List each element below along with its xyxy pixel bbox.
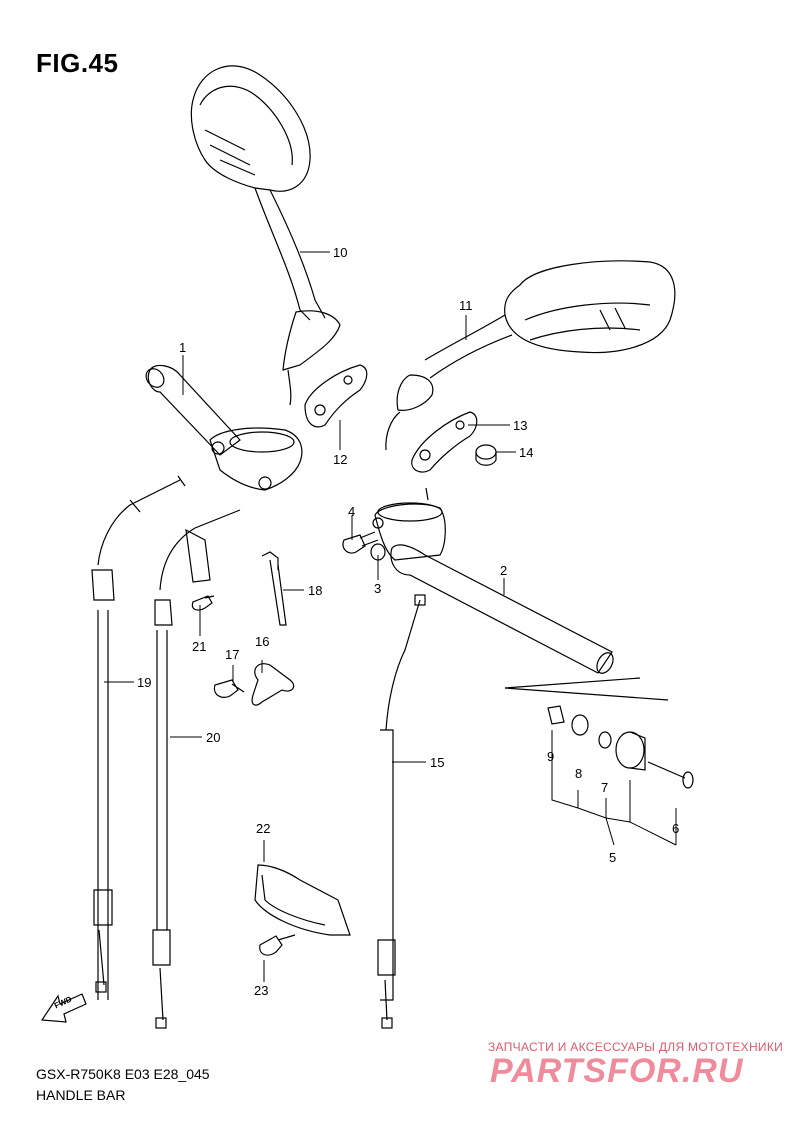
bar-end-weight [615,731,646,771]
ref-line [504,687,669,701]
callout-16: 16 [255,634,270,649]
callout-2: 2 [500,563,508,578]
callout-1: 1 [179,340,187,355]
callout-19: 19 [137,675,152,690]
leader-lines [104,251,677,982]
callout-8: 8 [575,766,583,781]
watermark-tagline: ЗАПЧАСТИ И АКСЕССУАРЫ ДЛЯ МОТОТЕХНИКИ [488,1040,784,1054]
callout-20: 20 [206,730,221,745]
screw-6 [647,761,694,789]
callout-18: 18 [308,583,323,598]
callout-15: 15 [430,755,445,770]
callout-14: 14 [519,445,534,460]
cable-20 [152,509,241,1029]
bolt-23 [259,934,296,956]
watermark-logo: PARTSFOR.RU [490,1052,744,1090]
fwd-label: FWD [52,994,74,1011]
bar-end-9 [547,705,565,725]
callout-10: 10 [333,245,348,260]
callout-6: 6 [672,821,680,836]
bracket-13 [411,411,478,473]
model-code: GSX-R750K8 E03 E28_045 [36,1066,210,1082]
callout-22: 22 [256,821,271,836]
callout-13: 13 [513,418,528,433]
clip-16 [251,663,295,706]
bracket-22 [254,864,351,936]
callout-23: 23 [254,983,269,998]
bar-end-7 [598,731,612,749]
bolt-17 [213,679,245,698]
cable-15 [377,594,426,1029]
mirror-right [385,260,676,451]
handlebar-left [145,364,303,491]
diagram-subtitle: HANDLE BAR [36,1087,126,1103]
callout-9: 9 [547,749,555,764]
bolt-21 [191,595,215,611]
cable-19 [91,475,186,1000]
bracket-12 [304,364,368,428]
mirror-left [190,65,341,406]
bar-end-8 [571,714,589,736]
callout-21: 21 [192,639,207,654]
screw-4 [342,531,379,554]
handlebar-right [372,487,614,674]
callout-11: 11 [459,298,473,313]
figure-title: FIG.45 [36,48,119,78]
clamp-18 [261,551,287,626]
callout-4: 4 [348,504,356,519]
callout-7: 7 [601,780,609,795]
callout-5: 5 [609,850,617,865]
callout-17: 17 [225,647,240,662]
callout-3: 3 [374,581,382,596]
fwd-arrow-icon [40,993,87,1023]
callout-12: 12 [333,452,348,467]
